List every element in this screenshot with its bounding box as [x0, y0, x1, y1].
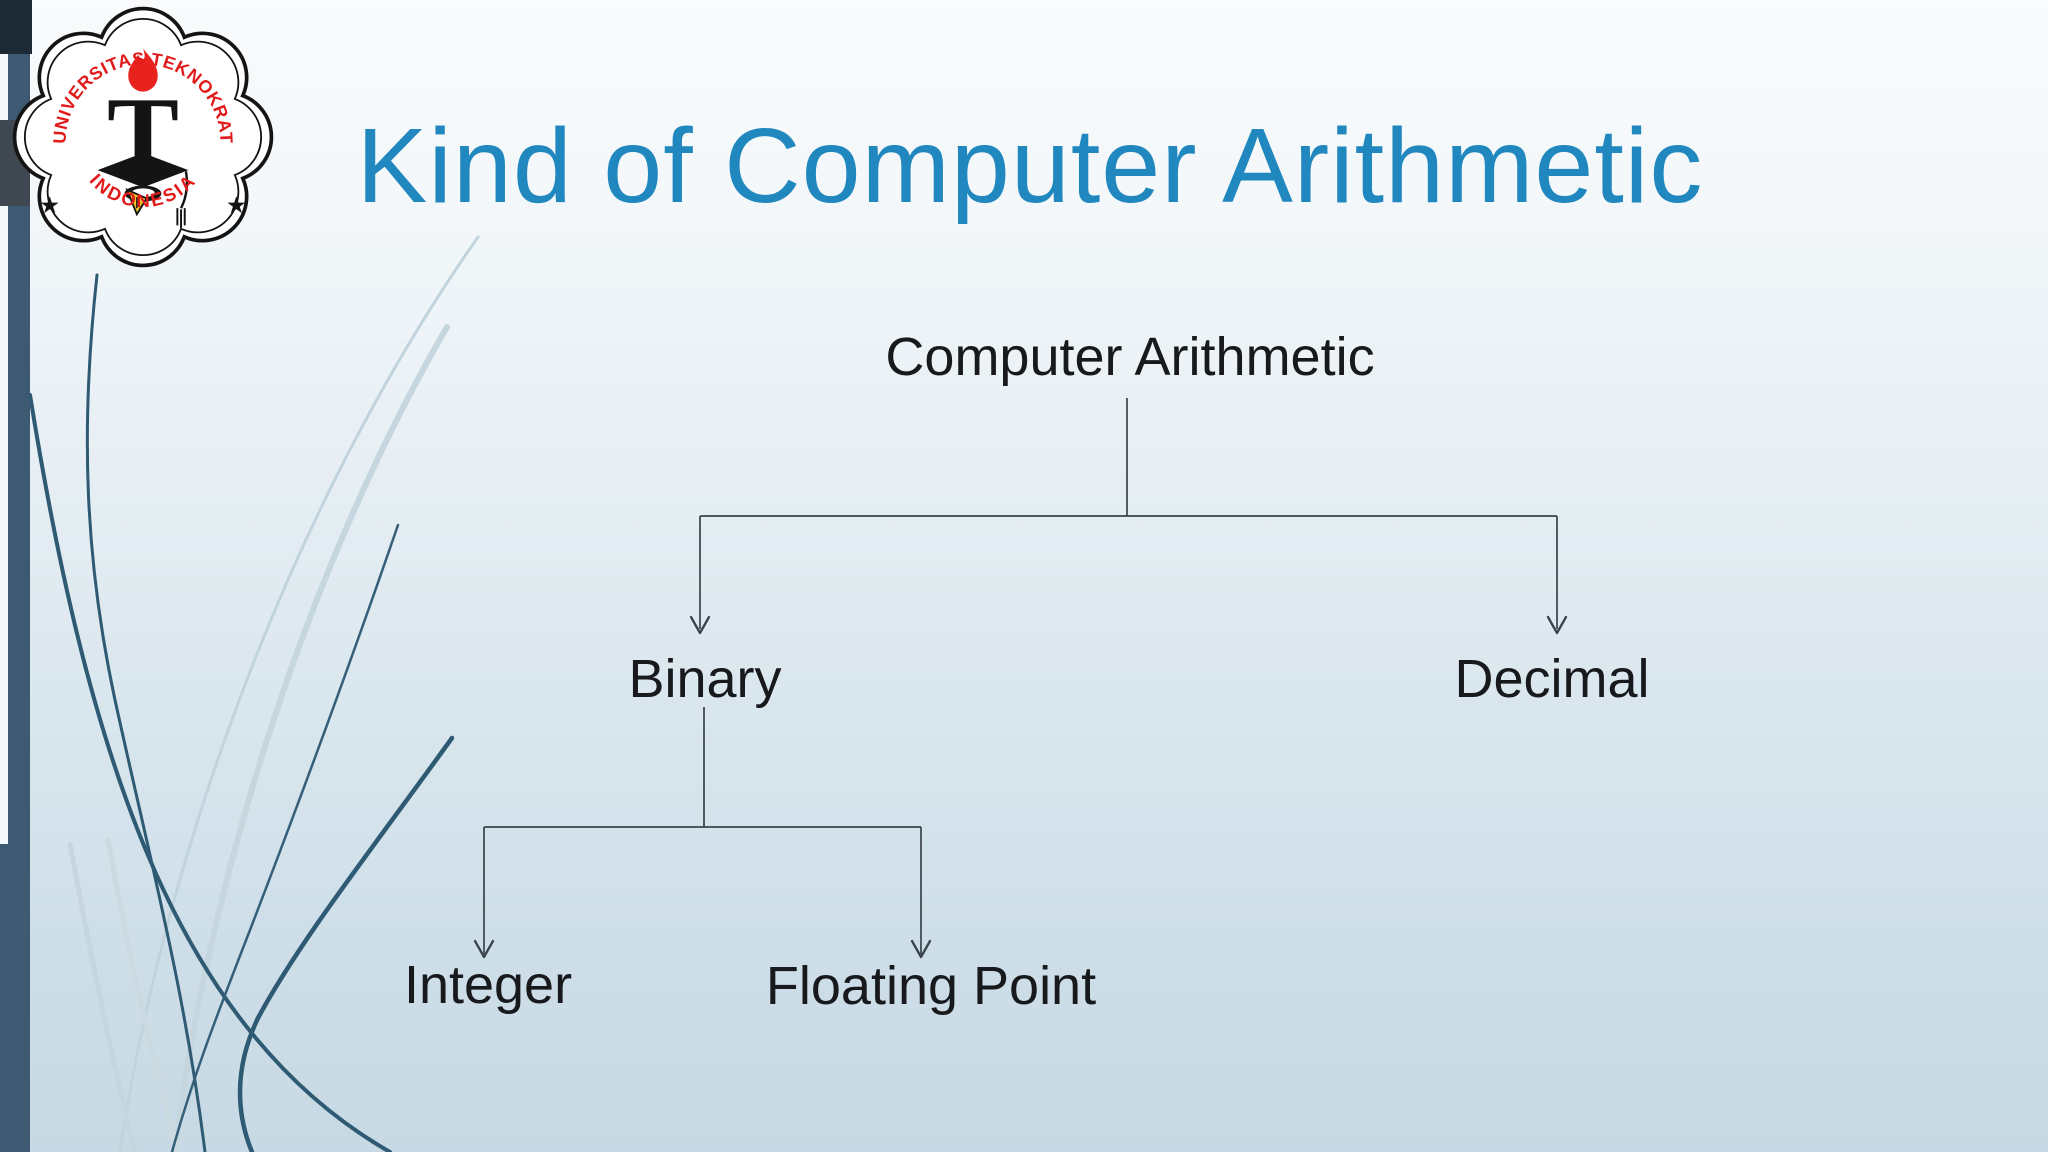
light-curve-long: [118, 235, 480, 1152]
arrowhead-integer-icon: [473, 939, 495, 959]
tree-node-decimal: Decimal: [1454, 649, 1650, 709]
logo-flame-icon: [128, 48, 158, 92]
tree-node-integer: Integer: [403, 955, 573, 1015]
left-accent-bar-top-block: [0, 0, 32, 54]
light-curve-bottom-2: [105, 837, 181, 1152]
logo-flower-inner-outline: [24, 18, 262, 256]
tree-node-floating-point: Floating Point: [765, 956, 1097, 1016]
left-edge-sliver: [0, 54, 8, 844]
logo-star-left-icon: ★: [39, 192, 60, 218]
dark-curve-thin-tip: [170, 523, 400, 1152]
logo-tassel-threads: [176, 208, 186, 228]
tree-node-computer-arithmetic: Computer Arithmetic: [885, 327, 1375, 387]
arrowhead-binary-icon: [689, 615, 711, 635]
page-title: Kind of Computer Arithmetic: [356, 107, 1704, 225]
logo-graduation-cap-icon: [97, 152, 189, 188]
dark-curve-right: [237, 735, 455, 1152]
logo-tassel: [179, 171, 189, 209]
dark-curve-from-logo: [85, 273, 207, 1152]
university-logo: T ★ ★ UNIVERSITAS TEKNOKRAT INDONESIA: [12, 6, 274, 268]
light-curve-bottom-1: [67, 842, 138, 1152]
dark-curve-left: [28, 393, 392, 1152]
light-curve-thick: [172, 324, 450, 1152]
logo-star-right-icon: ★: [226, 192, 247, 218]
tree-node-binary: Binary: [628, 649, 782, 709]
logo-flower-outline: [12, 6, 274, 268]
arrowhead-decimal-icon: [1546, 615, 1568, 635]
arrowhead-floating-point-icon: [910, 939, 932, 959]
